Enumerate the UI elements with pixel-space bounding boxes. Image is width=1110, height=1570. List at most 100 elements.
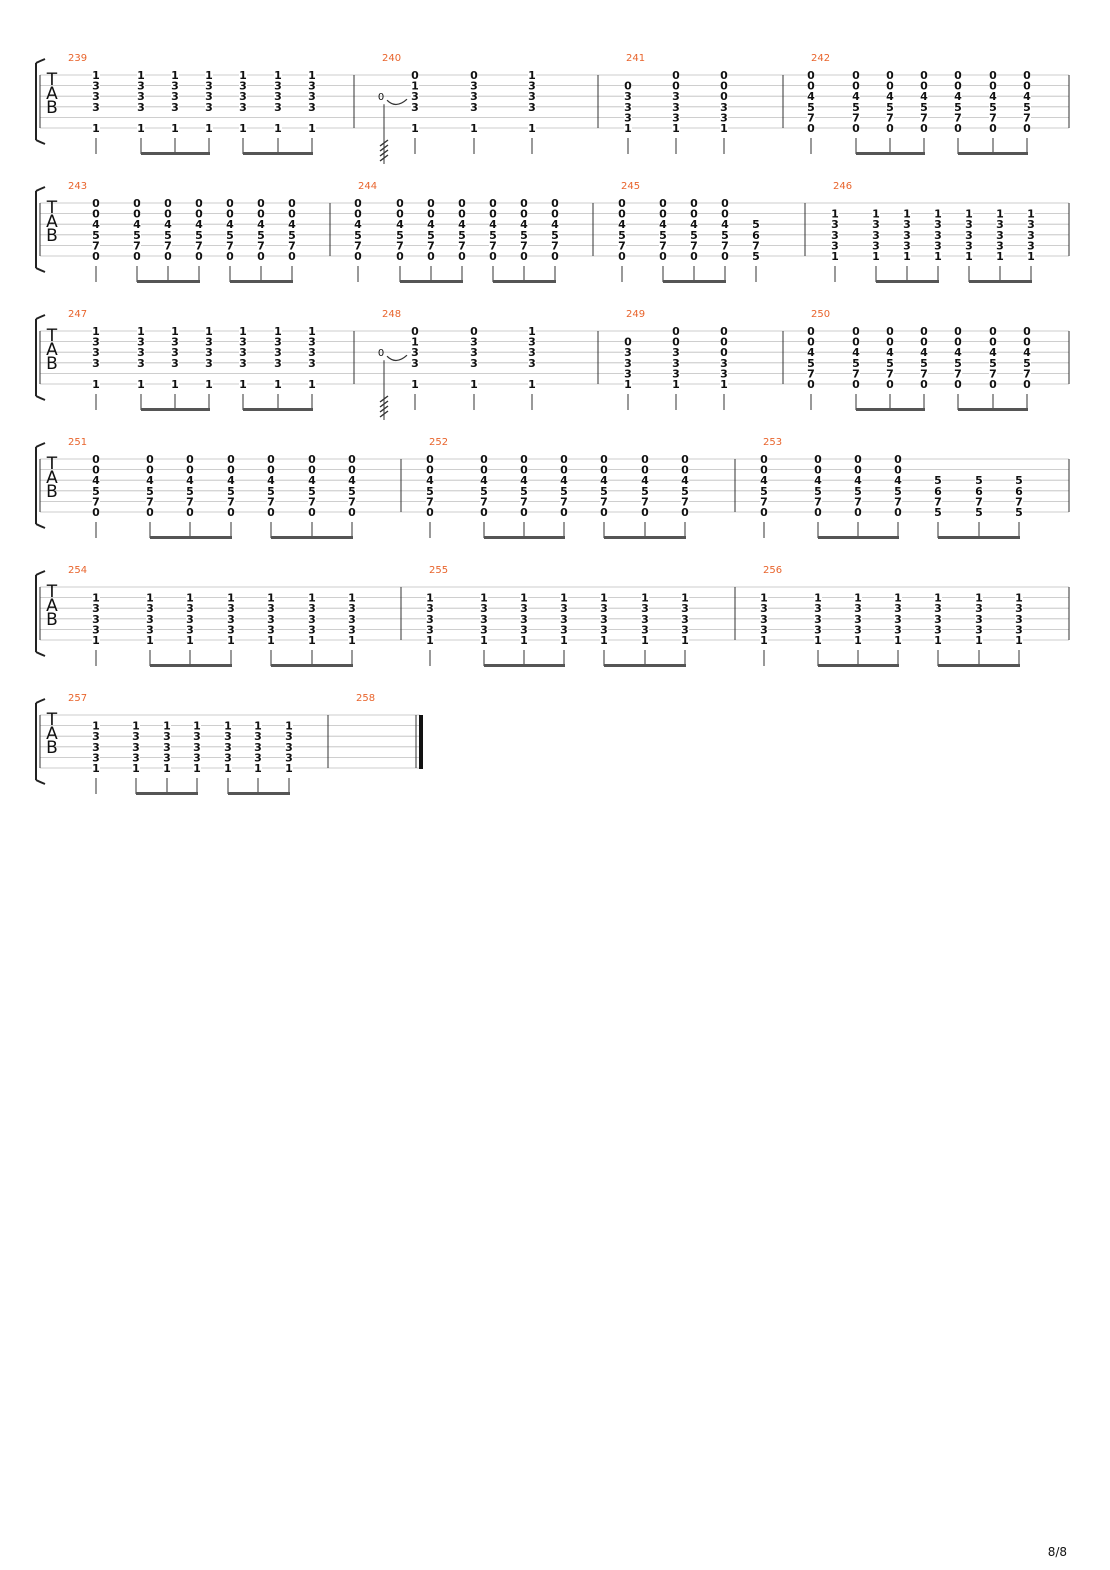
beam [938, 664, 1020, 667]
fret-number: 1 [1015, 592, 1023, 605]
fret-background [551, 219, 559, 230]
fret-background [886, 70, 894, 80]
fret-background [551, 229, 559, 240]
fret-number: 3 [934, 623, 942, 636]
fret-number: 5 [551, 229, 559, 242]
fret-number: 0 [551, 197, 559, 210]
fret-background [205, 70, 213, 80]
fret-number: 0 [520, 464, 528, 477]
fret-background [1015, 603, 1023, 614]
fret-background [308, 123, 316, 133]
fret-background [989, 112, 997, 123]
fret-background [92, 240, 100, 251]
fret-number: 3 [903, 218, 911, 231]
fret-number: 3 [137, 80, 145, 93]
fret-background [975, 603, 983, 614]
fret-background [411, 70, 419, 80]
fret-background [854, 454, 862, 464]
fret-background [137, 326, 145, 336]
fret-background [1023, 379, 1031, 389]
fret-background [600, 496, 608, 507]
fret-number: 3 [814, 623, 822, 636]
fret-number: 5 [752, 218, 760, 231]
fret-background [886, 336, 894, 347]
fret-background [146, 464, 154, 475]
fret-background [427, 240, 435, 251]
fret-background [807, 379, 815, 389]
fret-background [226, 240, 234, 251]
fret-background [721, 219, 729, 230]
fret-number: 0 [520, 197, 528, 210]
fret-number: 1 [641, 592, 649, 605]
fret-background [894, 475, 902, 486]
measure-number: 258 [356, 693, 375, 704]
fret-number: 0 [92, 208, 100, 221]
beam [136, 792, 198, 795]
fret-background [186, 496, 194, 507]
fret-number: 1 [171, 122, 179, 135]
fret-background [308, 336, 316, 347]
fret-background [954, 101, 962, 112]
slur [386, 98, 408, 106]
fret-background [470, 70, 478, 80]
fret-background [227, 464, 235, 475]
fret-background [470, 379, 478, 389]
fret-number: 5 [257, 229, 265, 242]
beam [271, 536, 353, 539]
fret-background [954, 326, 962, 336]
fret-number: 0 [308, 464, 316, 477]
fret-background [854, 592, 862, 603]
fret-number: 0 [989, 378, 997, 391]
fret-number: 1 [274, 378, 282, 391]
fret-background [690, 229, 698, 240]
fret-background [132, 763, 140, 773]
fret-number: 3 [239, 346, 247, 359]
fret-background [600, 603, 608, 614]
fret-number: 0 [618, 250, 626, 263]
fret-number: 7 [288, 239, 296, 252]
fret-background [520, 496, 528, 507]
fret-background [308, 357, 316, 368]
fret-number: 3 [254, 741, 262, 754]
fret-background [934, 613, 942, 624]
fret-background [354, 198, 362, 208]
fret-number: 5 [348, 485, 356, 498]
fret-number: 1 [308, 325, 316, 338]
fret-number: 0 [226, 250, 234, 263]
fret-background [239, 91, 247, 102]
fret-background [137, 80, 145, 91]
fret-number: 0 [164, 250, 172, 263]
fret-number: 0 [354, 197, 362, 210]
fret-number: 3 [560, 602, 568, 615]
fret-number: 4 [227, 474, 235, 487]
fret-number: 1 [205, 69, 213, 82]
fret-background [551, 240, 559, 251]
fret-background [720, 347, 728, 358]
fret-background [720, 70, 728, 80]
fret-background [132, 731, 140, 742]
fret-number: 3 [348, 613, 356, 626]
fret-background [132, 720, 140, 731]
fret-number: 5 [807, 357, 815, 370]
fret-background [903, 240, 911, 251]
fret-background [163, 741, 171, 752]
fret-number: 3 [854, 623, 862, 636]
fret-background [226, 208, 234, 219]
fret-background [308, 603, 316, 614]
fret-number: 7 [480, 495, 488, 508]
fret-background [171, 123, 179, 133]
fret-background [560, 496, 568, 507]
fret-background [92, 485, 100, 496]
beam [493, 280, 556, 283]
fret-number: 3 [965, 218, 973, 231]
system-bracket [35, 58, 46, 145]
fret-number: 0 [411, 69, 419, 82]
